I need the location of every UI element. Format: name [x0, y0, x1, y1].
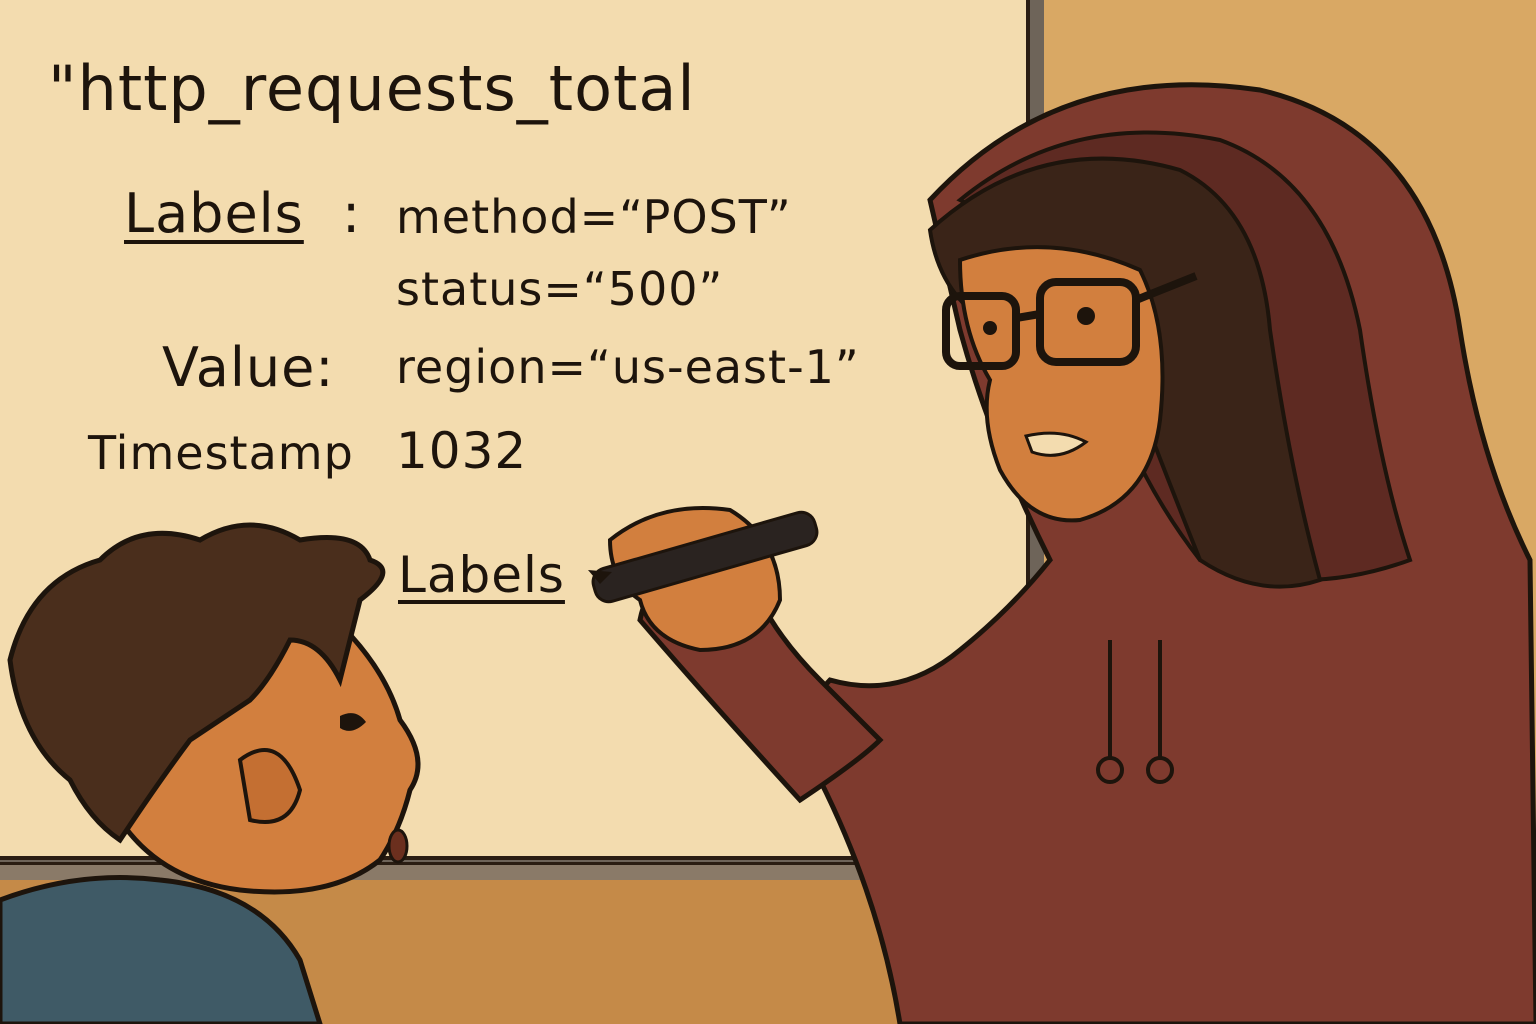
woman-face [957, 245, 1165, 523]
value-heading: Value: [162, 336, 335, 399]
timestamp-heading: Timestamp [88, 426, 354, 480]
label-region-text: region=“us-east-1” [396, 340, 860, 394]
boy-ear [237, 748, 303, 824]
boy-eye [340, 713, 366, 731]
label-method-text: method=“POST” [396, 190, 792, 244]
boy-mouth [387, 828, 409, 864]
label-status-text: status=“500” [396, 262, 724, 316]
boy-hair [7, 522, 386, 844]
hoodie-drawstrings [1096, 640, 1174, 784]
woman-eye-left [983, 321, 997, 335]
metric-name-text: "http_requests_total [48, 52, 696, 125]
glasses [942, 272, 1198, 370]
timestamp-value: 1032 [396, 422, 528, 480]
woman-eye-right [1077, 307, 1095, 325]
woman-mouth [1023, 431, 1089, 457]
labels-written-text: Labels [398, 546, 565, 604]
marker-icon [588, 510, 819, 604]
boy-shirt [0, 875, 323, 1024]
labels-heading: Labels [124, 182, 304, 245]
labels-colon: : [342, 182, 362, 245]
